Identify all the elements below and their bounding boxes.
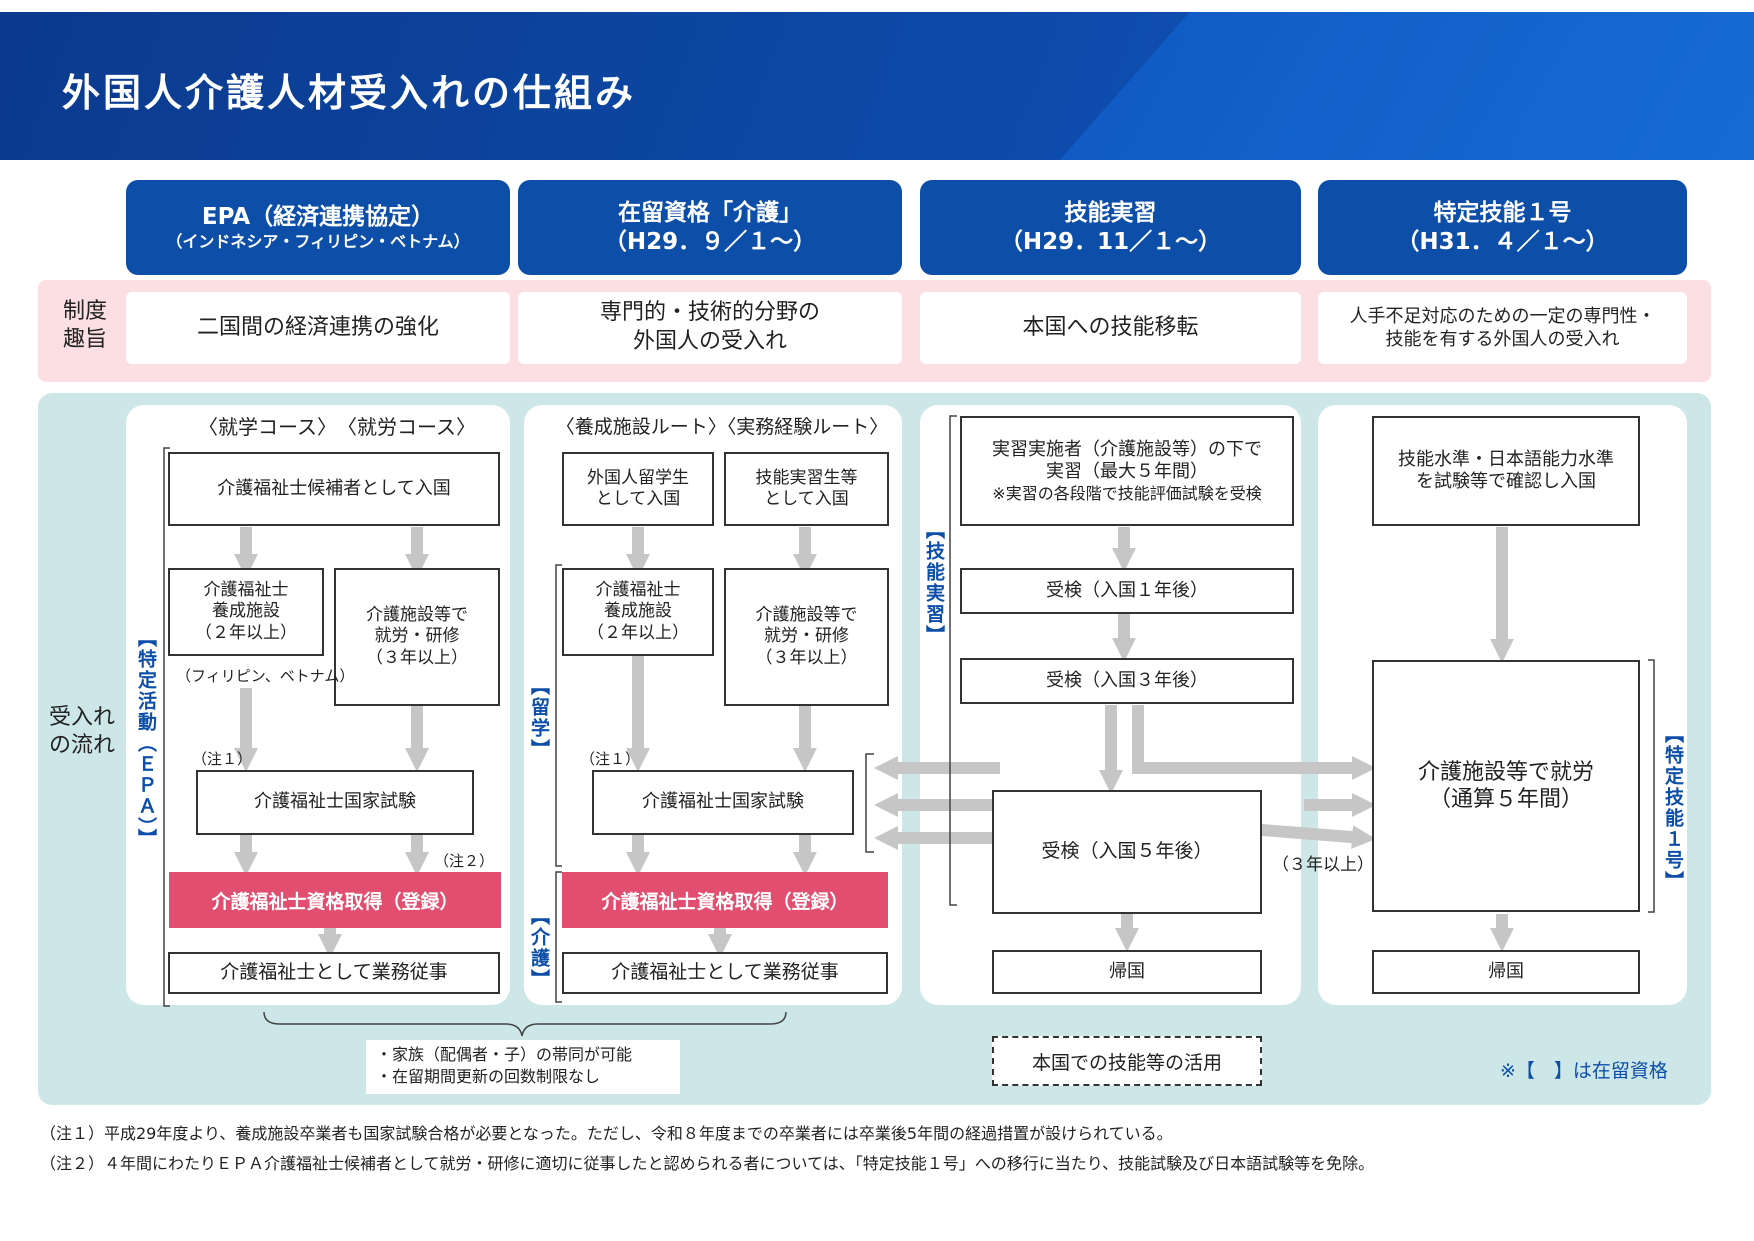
footnote-1: （注１）平成29年度より、養成施設卒業者も国家試験合格が必要となった。ただし、令… [40, 1124, 1173, 1143]
purpose-epa: 二国間の経済連携の強化 [126, 292, 510, 364]
trainee-practice-text: 実習実施者（介護施設等）の下で 実習（最大５年間） [992, 438, 1262, 483]
purpose-label: 制度 趣旨 [62, 299, 107, 352]
epa-note2: （注２） [434, 852, 495, 870]
ssw-status-label: 【特定技能１号】 [1662, 724, 1684, 892]
header-ssw-subtitle: （H31．４／１～） [1396, 228, 1609, 255]
header-epa: EPA（経済連携協定） （インドネシア・フィリピン・ベトナム） [126, 180, 510, 275]
ssw-work: 介護施設等で就労 （通算５年間） [1372, 660, 1640, 912]
header-ssw: 特定技能１号 （H31．４／１～） [1318, 180, 1687, 275]
trainee-status-label: 【技能実習】 [923, 520, 945, 646]
page-title: 外国人介護人材受入れの仕組み [62, 71, 637, 115]
epa-status-label: 【特定活動（ＥＰＡ）】 [135, 628, 157, 850]
care-note1: （注１） [580, 750, 641, 768]
ssw-check: 技能水準・日本語能力水準 を試験等で確認し入国 [1372, 416, 1640, 526]
purpose-care: 専門的・技術的分野の 外国人の受入れ [518, 292, 902, 364]
care-exam: 介護福祉士国家試験 [592, 770, 854, 835]
trainee-three-years: （３年以上） [1272, 855, 1374, 875]
header-trainee-subtitle: （H29．11／１～） [999, 228, 1222, 255]
care-work: 介護施設等で 就労・研修 （３年以上） [724, 568, 889, 706]
trainee-test3: 受検（入国３年後） [960, 658, 1294, 704]
trainee-practice: 実習実施者（介護施設等）の下で 実習（最大５年間） ※実習の各段階で技能評価試験… [960, 416, 1294, 526]
trainee-return: 帰国 [992, 950, 1262, 994]
purpose-ssw: 人手不足対応のための一定の専門性・ 技能を有する外国人の受入れ [1318, 292, 1687, 364]
title-banner [0, 12, 1754, 160]
family-note: ・家族（配偶者・子）の帯同が可能 ・在留期間更新の回数制限なし [366, 1040, 680, 1094]
header-ssw-title: 特定技能１号 [1433, 199, 1572, 226]
epa-qualify: 介護福祉士資格取得（登録） [169, 872, 501, 928]
status-legend: ※【 】は在留資格 [1500, 1060, 1668, 1082]
care-status-study: 【留学】 [528, 676, 550, 760]
trainee-test1: 受検（入国１年後） [960, 568, 1294, 614]
epa-work: 介護施設等で 就労・研修 （３年以上） [334, 568, 500, 706]
header-trainee-title: 技能実習 [1064, 199, 1157, 226]
header-care-title: 在留資格「介護」 [618, 199, 802, 226]
flow-label: 受入れ の流れ [48, 705, 115, 758]
epa-school: 介護福祉士 養成施設 （２年以上） [168, 568, 324, 656]
purpose-trainee: 本国への技能移転 [920, 292, 1301, 364]
header-care-subtitle: （H29．９／１～） [603, 228, 817, 255]
trainee-test5: 受検（入国５年後） [992, 790, 1262, 914]
epa-note1: （注１） [192, 750, 253, 768]
header-trainee: 技能実習 （H29．11／１～） [920, 180, 1301, 275]
header-epa-subtitle: （インドネシア・フィリピン・ベトナム） [166, 231, 470, 251]
epa-countries: （フィリピン、ベトナム） [176, 667, 355, 685]
care-entry-student: 外国人留学生 として入国 [562, 452, 714, 526]
care-entry-trainee: 技能実習生等 として入国 [724, 452, 889, 526]
home-use-note: 本国での技能等の活用 [992, 1036, 1262, 1086]
epa-courses: 〈就学コース〉 〈就労コース〉 [198, 414, 476, 439]
care-status-care: 【介護】 [528, 906, 550, 990]
trainee-practice-note: ※実習の各段階で技能評価試験を受検 [992, 483, 1262, 503]
care-routes: 〈養成施設ルート〉〈実務経験ルート〉 [555, 415, 889, 438]
epa-exam: 介護福祉士国家試験 [196, 770, 474, 835]
header-care: 在留資格「介護」 （H29．９／１～） [518, 180, 902, 275]
header-epa-title: EPA（経済連携協定） [201, 204, 435, 231]
care-job: 介護福祉士として業務従事 [562, 952, 888, 994]
footnote-2: （注２）４年間にわたりＥＰＡ介護福祉士候補者として就労・研修に適切に従事したと認… [40, 1154, 1375, 1173]
ssw-return: 帰国 [1372, 950, 1640, 994]
care-qualify: 介護福祉士資格取得（登録） [562, 872, 888, 928]
epa-entry: 介護福祉士候補者として入国 [168, 452, 500, 526]
epa-job: 介護福祉士として業務従事 [168, 952, 500, 994]
care-school: 介護福祉士 養成施設 （２年以上） [562, 568, 714, 656]
